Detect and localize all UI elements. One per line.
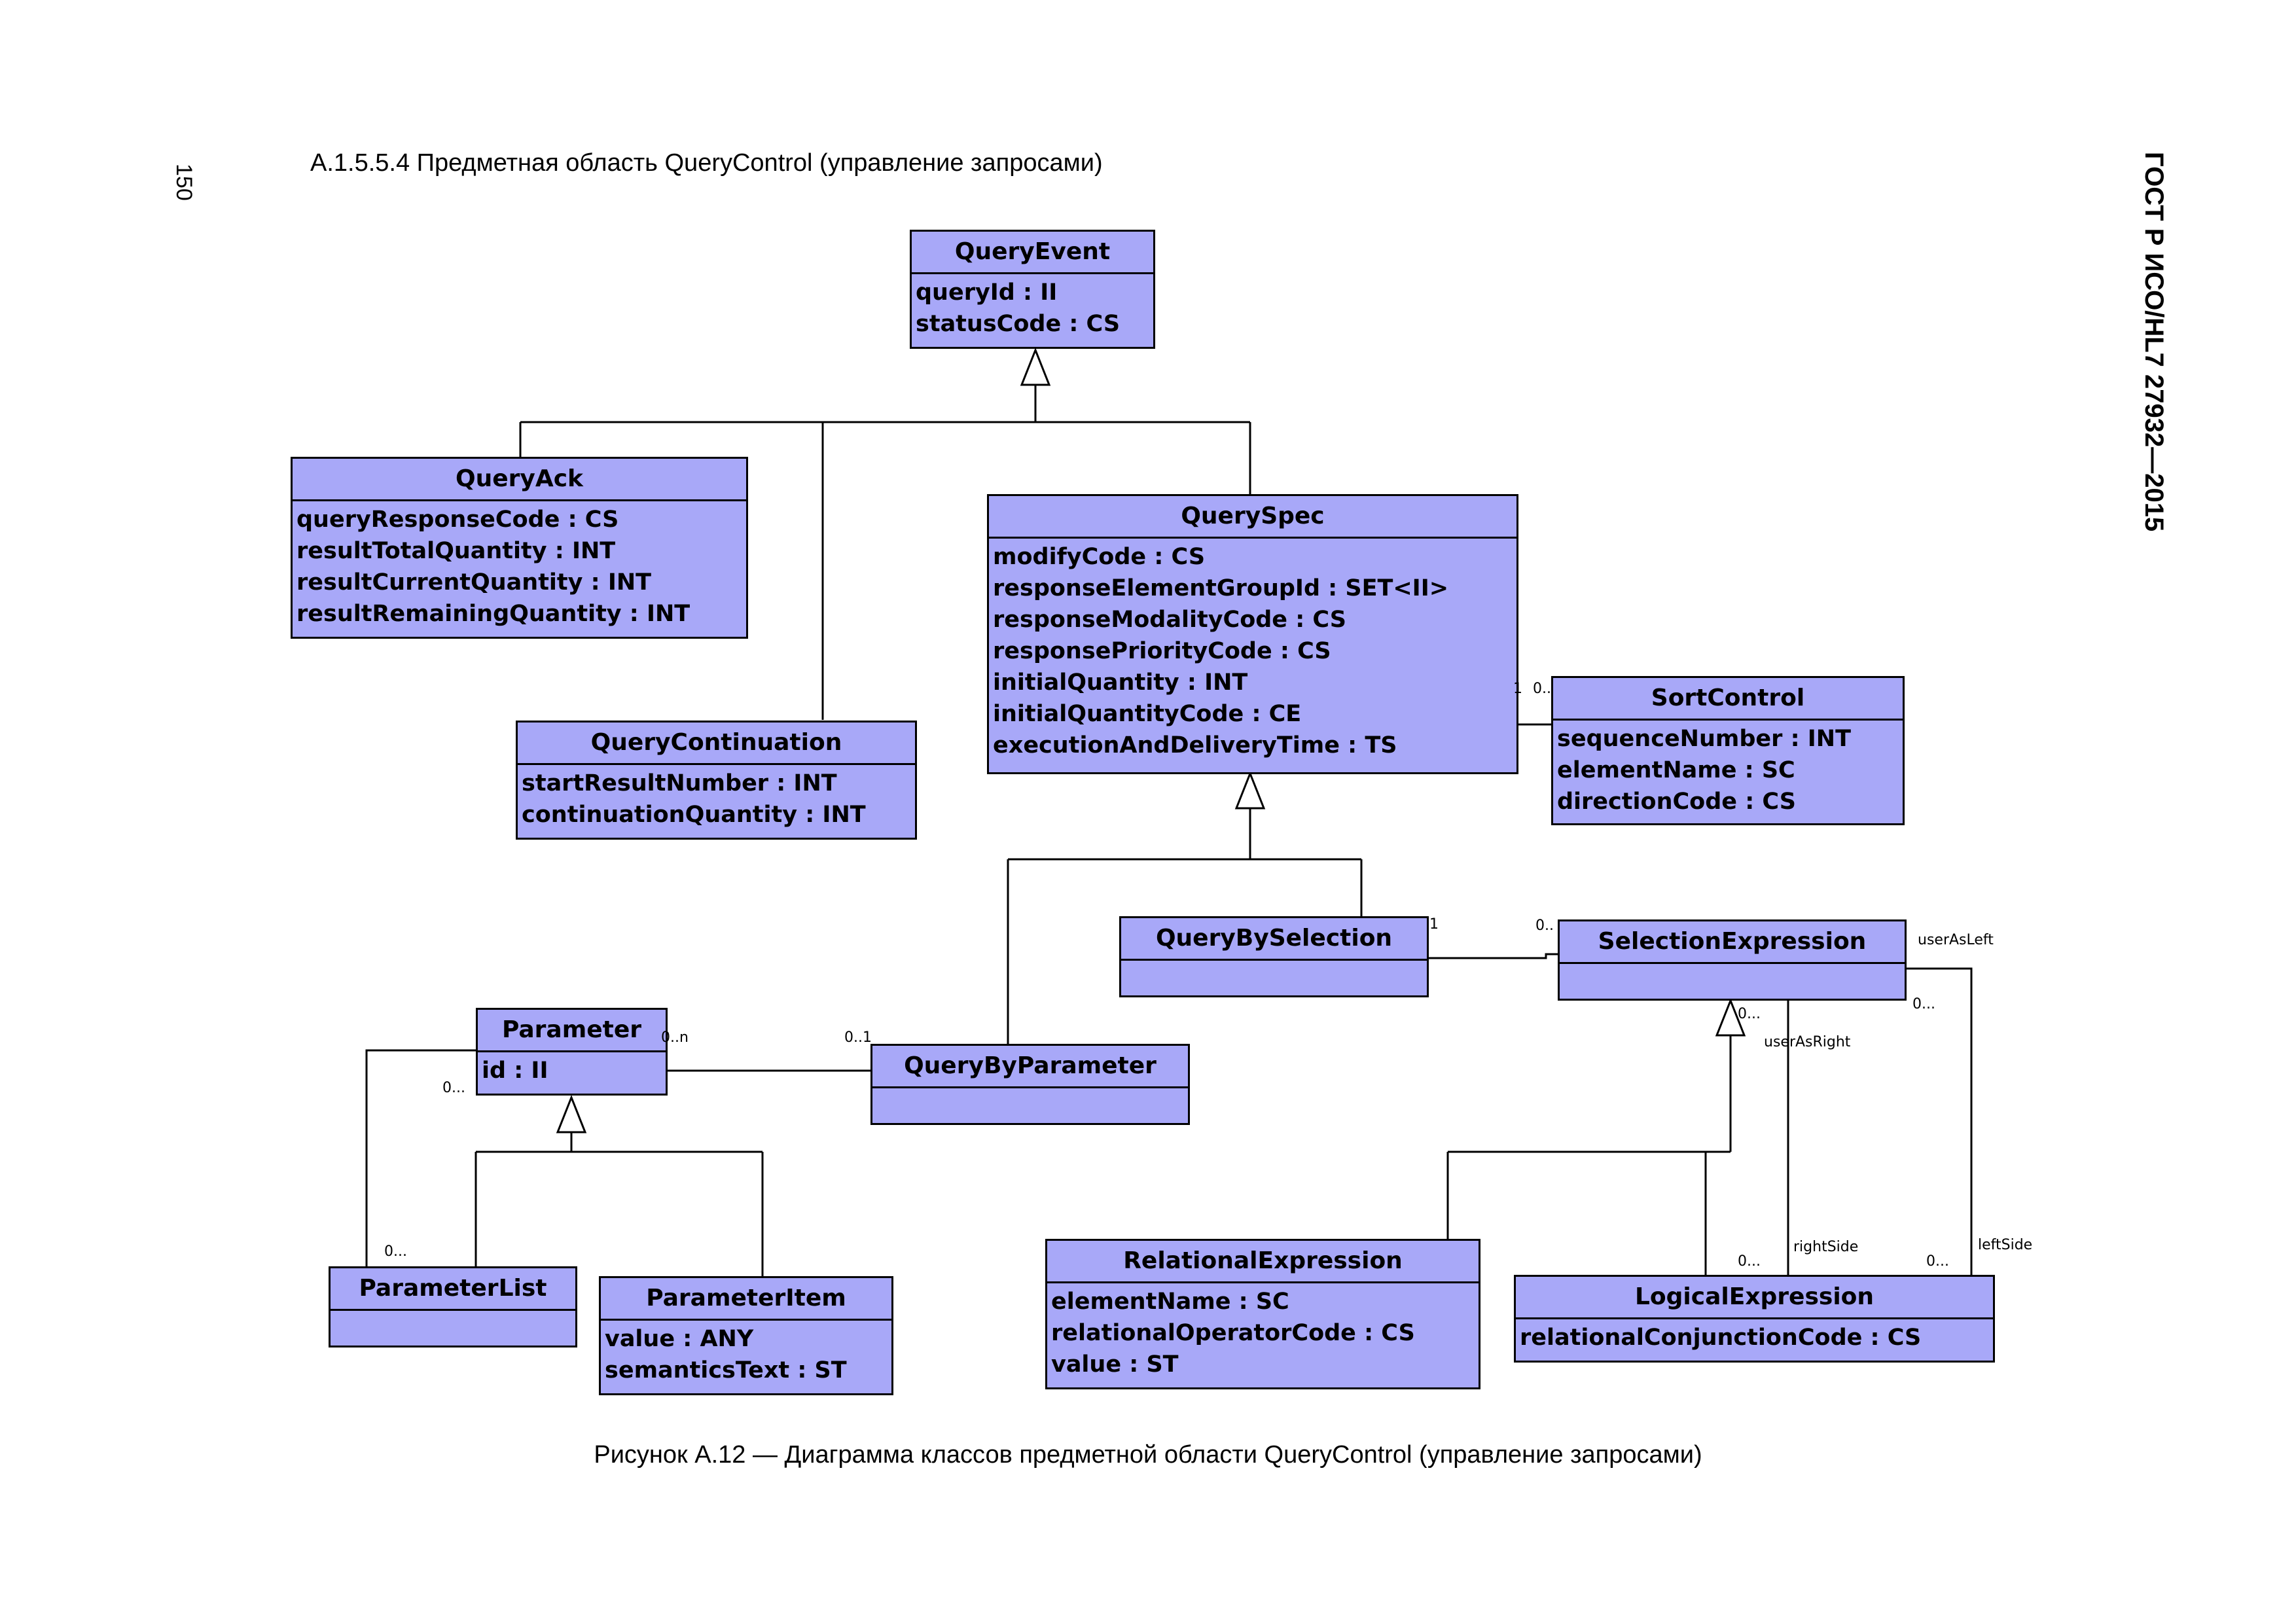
attr: relationalOperatorCode : CS — [1051, 1320, 1415, 1346]
class-querybyparameter: QueryByParameter — [870, 1044, 1190, 1125]
attr: relationalConjunctionCode : CS — [1520, 1325, 1922, 1351]
assoc-sel-selexp — [1427, 953, 1558, 959]
class-querybyselection: QueryBySelection — [1119, 916, 1429, 997]
multiplicity: 0... — [1738, 1006, 1761, 1022]
class-relationalexpression-name: RelationalExpression — [1047, 1241, 1479, 1283]
multiplicity: 1 — [1429, 916, 1439, 933]
gen-arrow-queryspec — [1234, 770, 1266, 810]
multiplicity: 0.. — [1535, 918, 1554, 934]
attr: resultCurrentQuantity : INT — [296, 569, 652, 596]
class-queryevent: QueryEvent queryId : II statusCode : CS — [910, 230, 1155, 349]
gen-arrow-parameter — [556, 1094, 587, 1133]
class-selectionexpression: SelectionExpression — [1558, 919, 1907, 1001]
gen-arrow-queryevent — [1020, 347, 1051, 386]
attr: continuationQuantity : INT — [522, 802, 866, 828]
attr: directionCode : CS — [1557, 789, 1796, 815]
class-queryevent-name: QueryEvent — [912, 232, 1153, 274]
class-parameter-name: Parameter — [478, 1010, 666, 1052]
multiplicity: 0... — [1926, 1253, 1949, 1270]
attr: semanticsText : ST — [605, 1357, 847, 1383]
multiplicity: 0... — [1912, 996, 1935, 1012]
class-parameterlist: ParameterList — [329, 1266, 577, 1347]
role-label: userAsLeft — [1918, 932, 1994, 948]
class-logicalexpression-name: LogicalExpression — [1516, 1277, 1993, 1319]
attr: queryResponseCode : CS — [296, 507, 619, 533]
class-logicalexpression: LogicalExpression relationalConjunctionC… — [1514, 1275, 1995, 1363]
class-querycontinuation-name: QueryContinuation — [518, 722, 915, 765]
attr: queryId : II — [916, 279, 1058, 306]
attr: value : ST — [1051, 1351, 1179, 1378]
attr: responsePriorityCode : CS — [993, 638, 1331, 664]
class-selectionexpression-name: SelectionExpression — [1560, 921, 1905, 964]
class-querycontinuation: QueryContinuation startResultNumber : IN… — [516, 721, 917, 840]
class-queryack: QueryAck queryResponseCode : CS resultTo… — [291, 457, 748, 639]
figure-caption: Рисунок А.12 — Диаграмма классов предмет… — [594, 1441, 1702, 1469]
attr: initialQuantity : INT — [993, 669, 1248, 696]
attr: resultRemainingQuantity : INT — [296, 601, 691, 627]
class-parameterlist-name: ParameterList — [331, 1268, 575, 1311]
assoc-param-list — [365, 1049, 476, 1266]
multiplicity: 0... — [1738, 1253, 1761, 1270]
attr: executionAndDeliveryTime : TS — [993, 732, 1397, 758]
attr: id : II — [482, 1058, 548, 1084]
attr: initialQuantityCode : CE — [993, 701, 1302, 727]
attr: elementName : SC — [1557, 757, 1795, 783]
class-parameter: Parameter id : II — [476, 1008, 668, 1096]
multiplicity: 0..1 — [844, 1029, 872, 1046]
class-sortcontrol-name: SortControl — [1553, 678, 1903, 721]
class-parameteritem: ParameterItem value : ANY semanticsText … — [599, 1276, 893, 1395]
class-sortcontrol: SortControl sequenceNumber : INT element… — [1551, 676, 1905, 825]
attr: elementName : SC — [1051, 1289, 1289, 1315]
attr: modifyCode : CS — [993, 544, 1206, 570]
attr: value : ANY — [605, 1326, 754, 1352]
attr: startResultNumber : INT — [522, 770, 837, 796]
role-label: userAsRight — [1764, 1034, 1851, 1050]
attr: sequenceNumber : INT — [1557, 726, 1851, 752]
multiplicity: 1 — [1513, 681, 1522, 697]
class-querybyparameter-name: QueryByParameter — [872, 1046, 1188, 1088]
attr: responseModalityCode : CS — [993, 607, 1346, 633]
multiplicity: 0..n — [661, 1029, 689, 1046]
attr: resultTotalQuantity : INT — [296, 538, 616, 564]
multiplicity: 0... — [384, 1243, 407, 1260]
class-queryspec-name: QuerySpec — [989, 496, 1516, 539]
class-querybyselection-name: QueryBySelection — [1121, 918, 1427, 961]
gen-arrow-selexp — [1715, 997, 1746, 1037]
section-title: А.1.5.5.4 Предметная область QueryContro… — [310, 149, 1103, 177]
multiplicity: 0.. — [1533, 681, 1551, 697]
attr: statusCode : CS — [916, 311, 1121, 337]
class-queryack-name: QueryAck — [293, 459, 746, 501]
attr: responseElementGroupId : SET<II> — [993, 575, 1449, 601]
multiplicity: 0... — [442, 1080, 465, 1096]
class-relationalexpression: RelationalExpression elementName : SC re… — [1045, 1239, 1480, 1389]
role-label: leftSide — [1978, 1237, 2033, 1253]
class-parameteritem-name: ParameterItem — [601, 1278, 891, 1321]
assoc-leftside — [1907, 967, 1973, 1275]
role-label: rightSide — [1793, 1239, 1859, 1255]
class-queryspec: QuerySpec modifyCode : CS responseElemen… — [987, 494, 1518, 774]
